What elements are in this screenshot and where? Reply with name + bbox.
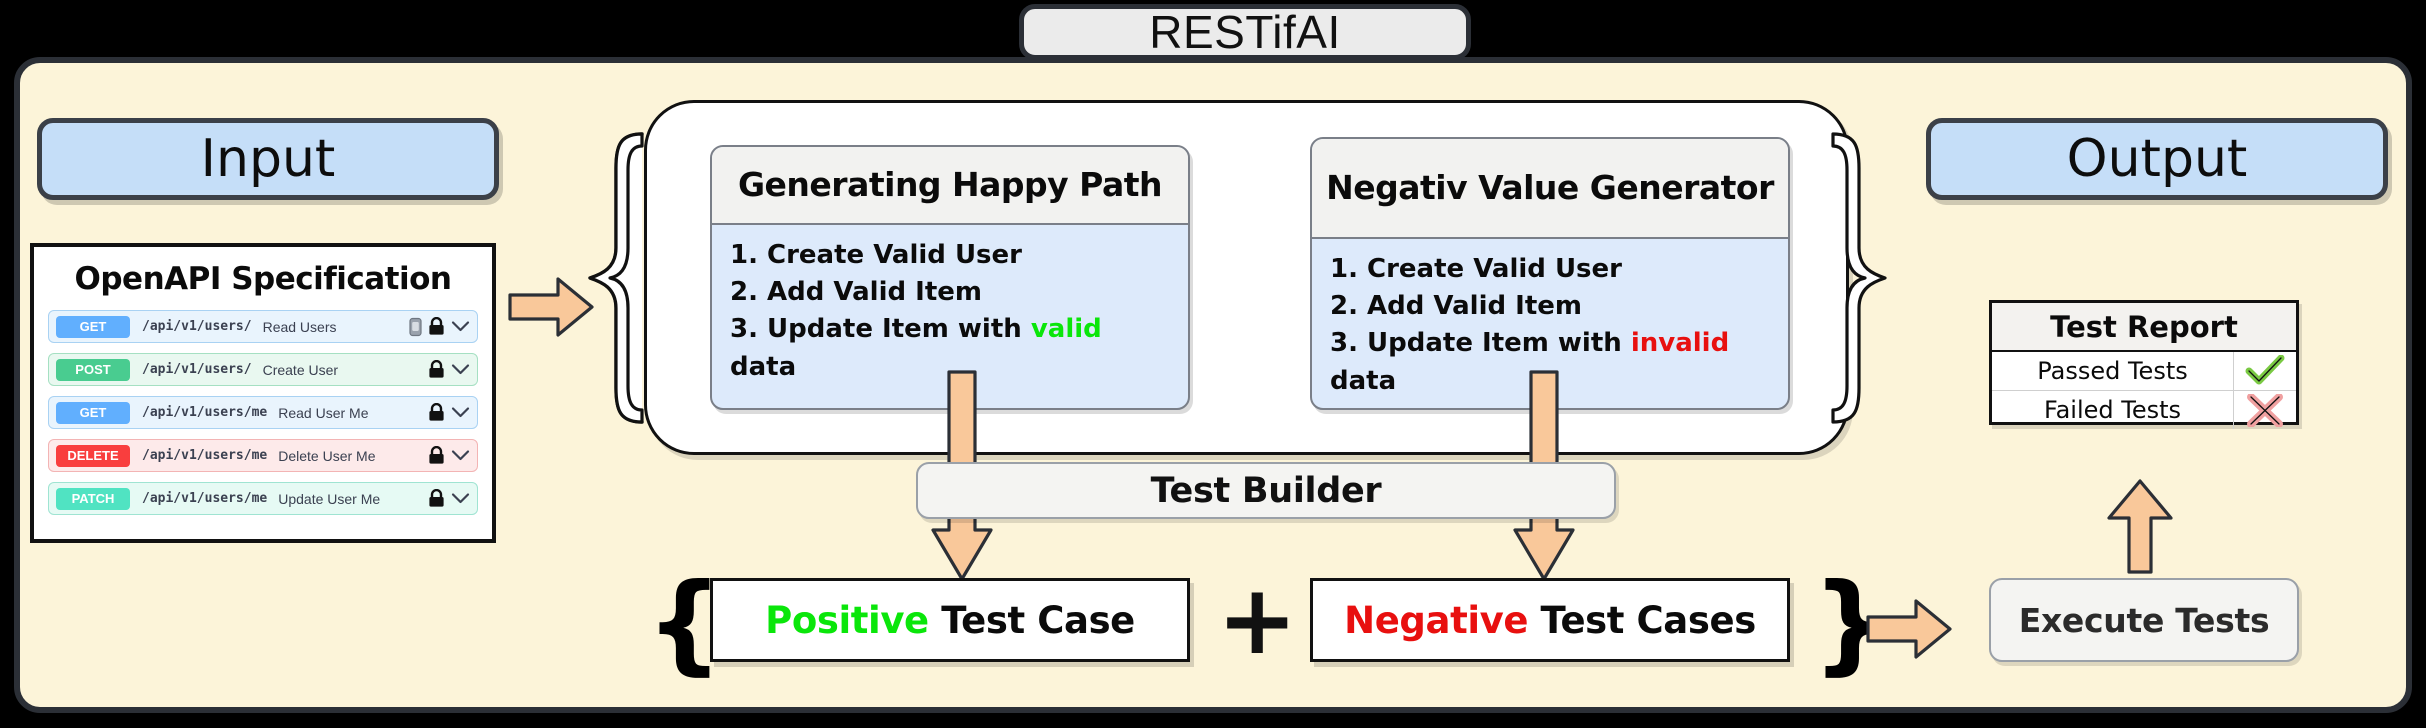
endpoint-row[interactable]: PATCH /api/v1/users/me Update User Me bbox=[48, 482, 478, 515]
execute-tests-label: Execute Tests bbox=[2018, 600, 2270, 640]
lock-icon[interactable] bbox=[428, 489, 445, 508]
report-row: Failed Tests bbox=[1992, 391, 2296, 429]
test-report-title: Test Report bbox=[1992, 303, 2296, 352]
endpoint-summary: Create User bbox=[262, 361, 339, 378]
test-builder-label: Test Builder bbox=[1150, 470, 1382, 511]
arrow-to-execute-tests bbox=[1866, 598, 1952, 664]
chevron-down-icon[interactable] bbox=[451, 492, 470, 505]
endpoint-path: /api/v1/users/ bbox=[142, 362, 252, 377]
openapi-specification-card: OpenAPI Specification GET /api/v1/users/… bbox=[30, 243, 496, 543]
input-label-chip: Input bbox=[37, 118, 499, 200]
cross-icon bbox=[2233, 391, 2296, 429]
generating-happy-path-box: Generating Happy Path 1. Create Valid Us… bbox=[710, 145, 1190, 410]
endpoint-list: GET /api/v1/users/ Read Users POST /api/… bbox=[48, 310, 478, 515]
positive-test-case-label: Positive Test Case bbox=[765, 599, 1135, 642]
plus-sign: + bbox=[1217, 564, 1298, 676]
happy-path-title: Generating Happy Path bbox=[712, 147, 1188, 225]
endpoint-method: GET bbox=[56, 315, 130, 338]
chevron-down-icon[interactable] bbox=[451, 406, 470, 419]
app-title-chip: RESTifAI bbox=[1019, 4, 1471, 60]
positive-test-case-box: Positive Test Case bbox=[710, 578, 1190, 662]
negative-test-cases-label: Negative Test Cases bbox=[1344, 599, 1756, 642]
report-row: Passed Tests bbox=[1992, 352, 2296, 391]
generator-step: 2. Add Valid Item bbox=[1330, 291, 1582, 322]
positive-rest: Test Case bbox=[928, 598, 1135, 642]
negative-rest: Test Cases bbox=[1528, 598, 1757, 642]
test-report-rows: Passed Tests Failed Tests bbox=[1992, 352, 2296, 429]
step-highlight: invalid bbox=[1630, 328, 1730, 359]
endpoint-path: /api/v1/users/ bbox=[142, 319, 252, 334]
report-row-label: Failed Tests bbox=[2043, 396, 2182, 424]
report-row-label: Passed Tests bbox=[2037, 357, 2188, 385]
endpoint-row[interactable]: GET /api/v1/users/me Read User Me bbox=[48, 396, 478, 429]
endpoint-path: /api/v1/users/me bbox=[142, 491, 268, 506]
happy-path-steps: 1. Create Valid User 2. Add Valid Item 3. … bbox=[712, 225, 1188, 386]
endpoint-path: /api/v1/users/me bbox=[142, 405, 268, 420]
test-builder-box: Test Builder bbox=[916, 462, 1616, 519]
arrow-input-to-core bbox=[508, 276, 594, 342]
openapi-card-title: OpenAPI Specification bbox=[74, 261, 452, 297]
generator-step: 1. Create Valid User bbox=[730, 240, 1022, 270]
endpoint-method: PATCH bbox=[56, 487, 130, 510]
generator-step: 1. Create Valid User bbox=[1330, 254, 1622, 284]
core-right-brace bbox=[1815, 128, 1895, 432]
endpoint-row[interactable]: GET /api/v1/users/ Read Users bbox=[48, 310, 478, 343]
lock-icon[interactable] bbox=[428, 403, 445, 422]
execute-tests-box: Execute Tests bbox=[1989, 578, 2299, 662]
core-left-brace bbox=[580, 128, 660, 432]
test-report-table: Test Report Passed Tests Failed Tests bbox=[1989, 300, 2299, 429]
negative-test-cases-box: Negative Test Cases bbox=[1310, 578, 1790, 662]
endpoint-summary: Read Users bbox=[262, 318, 337, 335]
generator-step: 3. Update Item with invalid data bbox=[1330, 328, 1730, 396]
endpoint-method: POST bbox=[56, 358, 130, 381]
negative-generator-title: Negativ Value Generator bbox=[1312, 139, 1788, 239]
output-label: Output bbox=[2066, 129, 2248, 189]
endpoint-summary: Read User Me bbox=[278, 404, 369, 421]
clipboard-icon[interactable] bbox=[409, 317, 422, 337]
endpoint-path: /api/v1/users/me bbox=[142, 448, 268, 463]
endpoint-summary: Delete User Me bbox=[278, 447, 376, 464]
generator-step: 2. Add Valid Item bbox=[730, 277, 982, 308]
input-label: Input bbox=[200, 129, 336, 189]
chevron-down-icon[interactable] bbox=[451, 449, 470, 462]
generator-step: 3. Update Item with valid data bbox=[730, 314, 1102, 382]
arrow-execute-to-report bbox=[2105, 478, 2175, 578]
positive-highlight: Positive bbox=[765, 598, 929, 642]
endpoint-row[interactable]: DELETE /api/v1/users/me Delete User Me bbox=[48, 439, 478, 472]
lock-icon[interactable] bbox=[428, 360, 445, 379]
check-icon bbox=[2233, 352, 2296, 390]
output-label-chip: Output bbox=[1926, 118, 2388, 200]
endpoint-summary: Update User Me bbox=[278, 490, 381, 507]
endpoint-row[interactable]: POST /api/v1/users/ Create User bbox=[48, 353, 478, 386]
endpoint-method: DELETE bbox=[56, 444, 130, 467]
negative-highlight: Negative bbox=[1344, 598, 1529, 642]
endpoint-method: GET bbox=[56, 401, 130, 424]
chevron-down-icon[interactable] bbox=[451, 363, 470, 376]
negative-generator-steps: 1. Create Valid User 2. Add Valid Item 3. … bbox=[1312, 239, 1788, 400]
app-title: RESTifAI bbox=[1149, 6, 1341, 58]
chevron-down-icon[interactable] bbox=[451, 320, 470, 333]
lock-icon[interactable] bbox=[428, 317, 445, 336]
negative-value-generator-box: Negativ Value Generator 1. Create Valid … bbox=[1310, 137, 1790, 410]
lock-icon[interactable] bbox=[428, 446, 445, 465]
step-highlight: valid bbox=[1030, 314, 1102, 345]
